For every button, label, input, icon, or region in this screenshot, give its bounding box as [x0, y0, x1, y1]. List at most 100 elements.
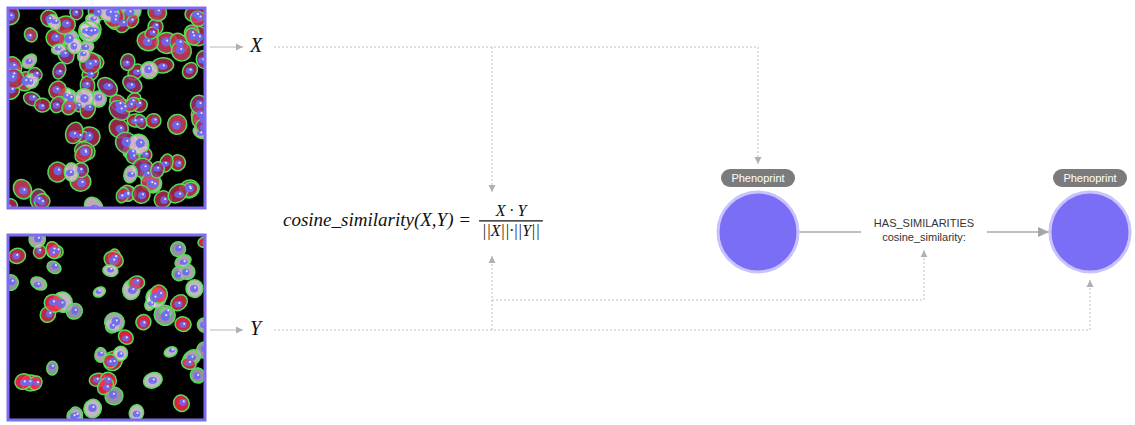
cell-nucleus	[70, 42, 77, 49]
microscopy-image	[8, 235, 205, 420]
cell-speck	[133, 154, 135, 156]
cell-nucleus	[175, 245, 182, 252]
cell-body	[44, 240, 63, 261]
cell-body	[63, 120, 86, 146]
cell-speck	[140, 141, 142, 143]
cell-nucleus	[117, 351, 124, 357]
cell-nucleus	[122, 335, 129, 341]
cell-speck	[76, 413, 78, 415]
cell-nucleus	[185, 184, 194, 192]
cell-speck	[164, 198, 166, 200]
cell-nucleus	[128, 18, 134, 23]
cell-speck	[132, 288, 134, 290]
phenoprint-node: Phenoprint	[1032, 168, 1132, 278]
cell-nucleus	[158, 63, 168, 70]
cell-speck	[115, 15, 117, 17]
cell-speck	[189, 361, 191, 363]
cell-speck	[191, 356, 193, 358]
leader-line	[492, 256, 493, 330]
cell-nucleus	[176, 46, 185, 55]
cell-nucleus	[124, 191, 130, 198]
cell-speck	[78, 104, 80, 106]
cell-nucleus	[123, 60, 131, 66]
cell-speck	[80, 134, 82, 136]
cell-speck	[52, 365, 54, 367]
cell-speck	[160, 292, 162, 294]
cell-speck	[109, 360, 111, 362]
cell-nucleus	[143, 37, 153, 46]
cell-speck	[127, 192, 129, 194]
cell-nucleus	[161, 37, 170, 47]
cell-nucleus	[127, 102, 134, 108]
cell-nucleus	[62, 20, 71, 28]
cell-nucleus	[52, 86, 60, 94]
cell-nucleus	[142, 151, 149, 158]
cell-speck	[58, 169, 60, 171]
cell-nucleus	[174, 191, 184, 198]
node-circle	[1050, 192, 1130, 272]
cell-nucleus	[136, 101, 143, 107]
cell-speck	[90, 29, 92, 31]
cell-speck	[57, 248, 59, 250]
cell-speck	[83, 52, 85, 54]
cell-speck	[89, 134, 91, 136]
cell-speck	[86, 83, 88, 85]
cell-nucleus	[152, 22, 159, 29]
formula-denominator: ||X||·||Y||	[482, 222, 540, 240]
cell-body	[188, 8, 205, 29]
cell-speck	[116, 319, 118, 321]
leader-line	[274, 47, 758, 164]
cell-nucleus	[34, 282, 42, 287]
cell-speck	[178, 162, 180, 164]
cell-speck	[147, 40, 149, 42]
cell-body	[179, 60, 200, 82]
phenoprint-node: Phenoprint	[708, 168, 808, 278]
cell-nucleus	[133, 69, 141, 75]
cell-speck	[120, 352, 122, 354]
cell-nucleus	[140, 320, 147, 327]
cell-speck	[199, 35, 201, 37]
cell-body	[94, 375, 116, 398]
cell-body	[32, 192, 52, 208]
cell-speck	[178, 302, 180, 304]
cell-nucleus	[77, 179, 86, 188]
node-circle-svg	[1048, 190, 1132, 274]
cell-nucleus	[84, 132, 93, 141]
cell-body	[63, 300, 85, 322]
cell-nucleus	[169, 348, 175, 352]
cell-body	[99, 8, 119, 21]
cell-nucleus	[148, 377, 157, 384]
cell-speck	[123, 21, 125, 23]
cell-nucleus	[80, 94, 88, 102]
cell-speck	[55, 264, 57, 266]
cell-nucleus	[175, 39, 184, 47]
cell-nucleus	[93, 377, 101, 383]
cell-speck	[108, 84, 110, 86]
cell-nucleus	[106, 359, 112, 365]
cell-nucleus	[9, 62, 18, 70]
cell-speck	[75, 309, 77, 311]
cell-speck	[165, 314, 167, 316]
cell-nucleus	[160, 196, 167, 204]
cell-body	[111, 344, 130, 363]
cell-speck	[124, 105, 126, 107]
cell-body	[45, 259, 63, 276]
cell-speck	[113, 360, 115, 362]
cell-body	[13, 371, 34, 391]
cell-nucleus	[82, 28, 89, 33]
cell-nucleus	[194, 372, 200, 379]
cell-body	[22, 26, 40, 44]
cell-body	[133, 312, 153, 332]
cell-speck	[186, 270, 188, 272]
cell-speck	[12, 88, 14, 90]
cell-speck	[23, 189, 25, 191]
cell-speck	[131, 103, 133, 105]
cell-body	[145, 112, 163, 129]
cell-speck	[70, 171, 72, 173]
cell-nucleus	[49, 364, 55, 369]
node-header: Phenoprint	[721, 169, 794, 187]
cell-nucleus	[54, 166, 63, 175]
cell-speck	[55, 19, 57, 21]
cell-nucleus	[60, 51, 69, 58]
